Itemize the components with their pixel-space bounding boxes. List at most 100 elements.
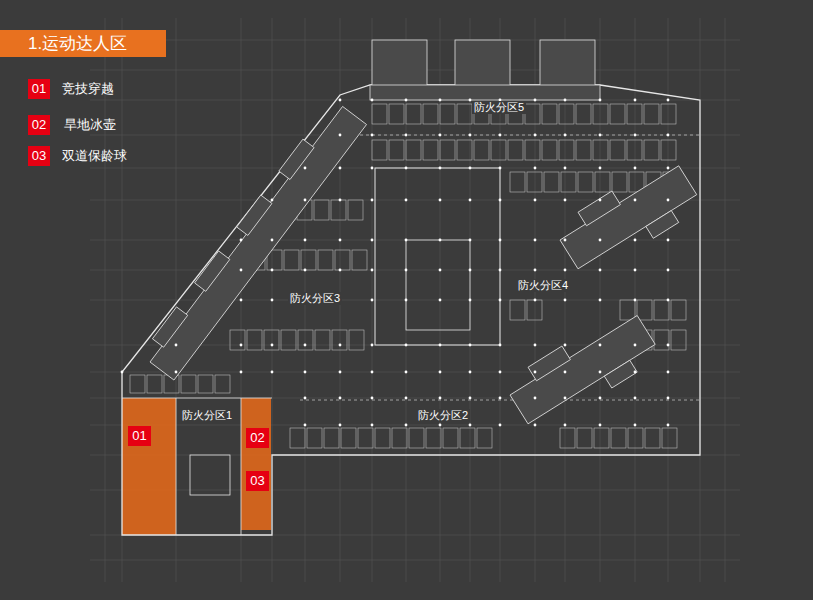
parking-stall bbox=[392, 428, 407, 448]
column-dot bbox=[599, 424, 602, 427]
parking-stall bbox=[372, 104, 387, 124]
parking-stall bbox=[298, 330, 313, 350]
axis-line bbox=[241, 18, 242, 582]
column-dot bbox=[304, 424, 307, 427]
column-dot bbox=[564, 397, 567, 400]
parking-stall bbox=[510, 300, 525, 320]
parking-stall bbox=[542, 140, 557, 160]
column-dot bbox=[599, 199, 602, 202]
legend-text: 竞技穿越 bbox=[62, 82, 114, 96]
column-dot bbox=[304, 371, 307, 374]
column-dot bbox=[439, 239, 442, 242]
column-dot bbox=[339, 134, 342, 137]
parking-stall bbox=[593, 104, 608, 124]
column-dot bbox=[469, 424, 472, 427]
wall-line bbox=[241, 398, 242, 535]
column-dot bbox=[371, 269, 374, 272]
building-block bbox=[195, 251, 230, 291]
column-dot bbox=[405, 397, 408, 400]
column-dot bbox=[564, 371, 567, 374]
column-dot bbox=[564, 167, 567, 170]
parking-stall bbox=[406, 140, 421, 160]
parking-stall bbox=[671, 330, 686, 350]
callout-number: 03 bbox=[28, 149, 50, 163]
fire-zone-label: 防火分区2 bbox=[416, 409, 470, 422]
column-dot bbox=[240, 371, 243, 374]
fire-zone-label: 防火分区4 bbox=[516, 279, 570, 292]
column-dot bbox=[339, 344, 342, 347]
column-dot bbox=[175, 371, 178, 374]
building-block bbox=[279, 139, 314, 179]
column-dot bbox=[339, 397, 342, 400]
parking-stall bbox=[332, 330, 347, 350]
parking-stall bbox=[301, 250, 316, 270]
column-dot bbox=[634, 134, 637, 137]
parking-stall bbox=[544, 172, 559, 192]
parking-stall bbox=[628, 428, 643, 448]
parking-stall bbox=[349, 330, 364, 350]
legend-text: 旱地冰壶 bbox=[64, 118, 116, 132]
parking-stall bbox=[525, 140, 540, 160]
column-dot bbox=[599, 134, 602, 137]
building-block bbox=[540, 40, 595, 90]
parking-stall bbox=[662, 428, 677, 448]
activity-zone: 0203 bbox=[241, 398, 271, 530]
parking-stall bbox=[477, 428, 492, 448]
column-dot bbox=[634, 424, 637, 427]
parking-stall bbox=[527, 300, 542, 320]
column-dot bbox=[271, 239, 274, 242]
column-dot bbox=[405, 269, 408, 272]
column-dot bbox=[564, 299, 567, 302]
fire-zone-label: 防火分区5 bbox=[472, 101, 526, 114]
parking-stall bbox=[644, 104, 659, 124]
building-block bbox=[372, 40, 427, 90]
axis-line bbox=[565, 18, 566, 582]
parking-stall bbox=[230, 330, 245, 350]
column-dot bbox=[339, 167, 342, 170]
parking-stall bbox=[612, 172, 627, 192]
column-dot bbox=[469, 99, 472, 102]
building-block bbox=[237, 195, 272, 235]
parking-stall bbox=[290, 428, 305, 448]
column-dot bbox=[271, 269, 274, 272]
callout-number: 01 bbox=[128, 426, 151, 446]
axis-line bbox=[440, 18, 441, 582]
callout-number: 02 bbox=[28, 118, 50, 132]
column-dot bbox=[534, 344, 537, 347]
column-dot bbox=[667, 199, 670, 202]
column-dot bbox=[405, 424, 408, 427]
column-dot bbox=[371, 239, 374, 242]
axis-grid bbox=[90, 18, 740, 582]
column-dot bbox=[469, 299, 472, 302]
parking-stall bbox=[610, 104, 625, 124]
parking-stall bbox=[611, 428, 626, 448]
title-text: 1.运动达人区 bbox=[28, 34, 127, 53]
columns bbox=[121, 99, 670, 427]
column-dot bbox=[371, 134, 374, 137]
parking-stall bbox=[409, 428, 424, 448]
column-dot bbox=[469, 269, 472, 272]
column-dot bbox=[667, 424, 670, 427]
parking-stall bbox=[147, 375, 162, 393]
parking-stall bbox=[440, 104, 455, 124]
column-dot bbox=[534, 167, 537, 170]
axis-line bbox=[90, 425, 740, 426]
column-dot bbox=[271, 344, 274, 347]
parking-stall bbox=[595, 172, 610, 192]
walls bbox=[122, 85, 700, 535]
parking-stall bbox=[510, 172, 525, 192]
parking-stall bbox=[314, 200, 329, 220]
legend-text: 双道保龄球 bbox=[62, 149, 127, 163]
column-dot bbox=[599, 344, 602, 347]
column-dot bbox=[405, 344, 408, 347]
column-dot bbox=[534, 99, 537, 102]
ramp-outline bbox=[190, 455, 230, 495]
column-dot bbox=[240, 344, 243, 347]
column-dot bbox=[634, 99, 637, 102]
parking-stall bbox=[491, 140, 506, 160]
column-dot bbox=[534, 299, 537, 302]
parking-stall bbox=[474, 140, 489, 160]
column-dot bbox=[469, 167, 472, 170]
column-dot bbox=[634, 269, 637, 272]
